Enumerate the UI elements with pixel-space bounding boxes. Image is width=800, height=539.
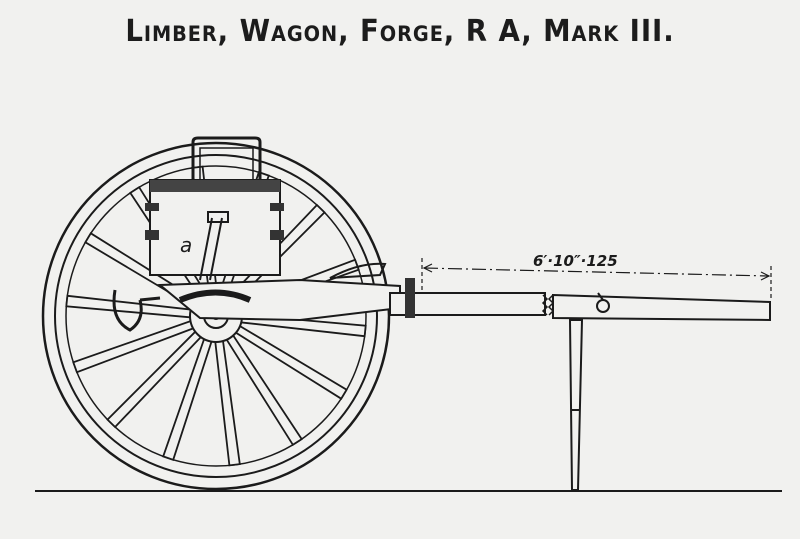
wheel-spoke: [225, 334, 303, 447]
wheel-spoke: [234, 324, 348, 400]
prop-stand: [568, 319, 584, 491]
drawing-title: Limber, Wagon, Forge, R A, Mark III.: [125, 14, 675, 49]
box-label: a: [180, 233, 192, 257]
wheel-spoke: [65, 294, 192, 319]
dimension-line: 6′·10″·125: [421, 252, 772, 300]
pole: [112, 262, 771, 332]
forge-box: a: [145, 136, 284, 281]
dimension-label: 6′·10″·125: [533, 252, 618, 270]
wheel-spoke: [214, 339, 241, 467]
